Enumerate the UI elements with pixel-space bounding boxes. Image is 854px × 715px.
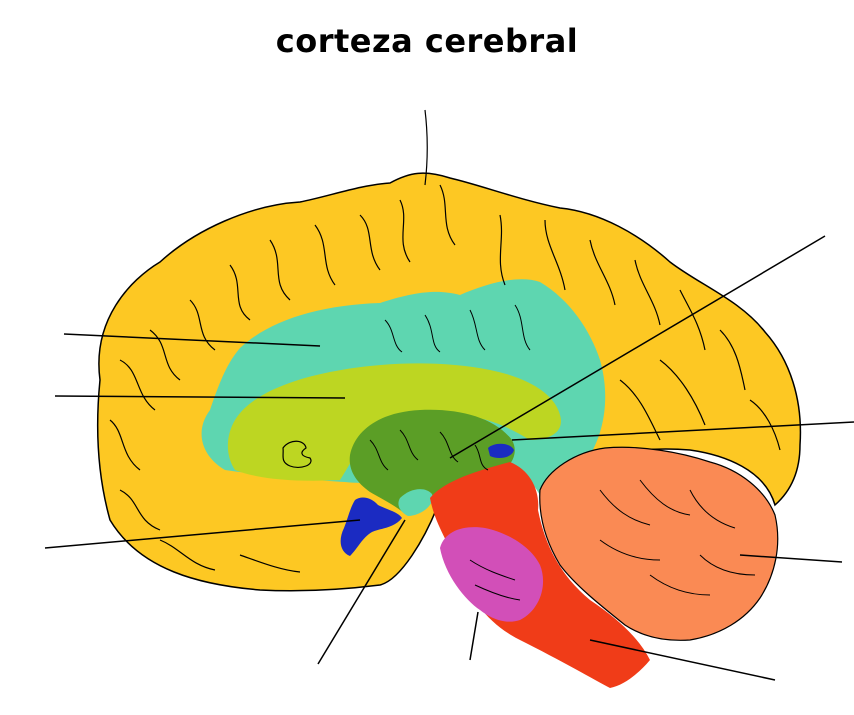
leader-line [512,422,854,440]
midbrain-region [398,489,433,516]
thalamus-region [349,409,515,514]
pons-region [440,527,544,622]
corpus-callosum-fold [283,441,311,467]
gyri-lines [110,110,780,572]
leader-line [450,236,825,458]
hypothalamus-region [340,497,402,556]
leader-line [318,520,405,664]
leader-line [470,612,478,660]
leader-line [64,334,320,346]
diagram-title: corteza cerebral [275,22,579,60]
leader-lines [45,236,854,680]
cerebellum-region [540,447,778,640]
small-nucleus-region [488,443,514,458]
leader-line [740,555,842,562]
inner-lines [370,305,755,600]
leader-line [55,396,345,398]
leader-line [590,640,775,680]
leader-line [45,520,360,548]
